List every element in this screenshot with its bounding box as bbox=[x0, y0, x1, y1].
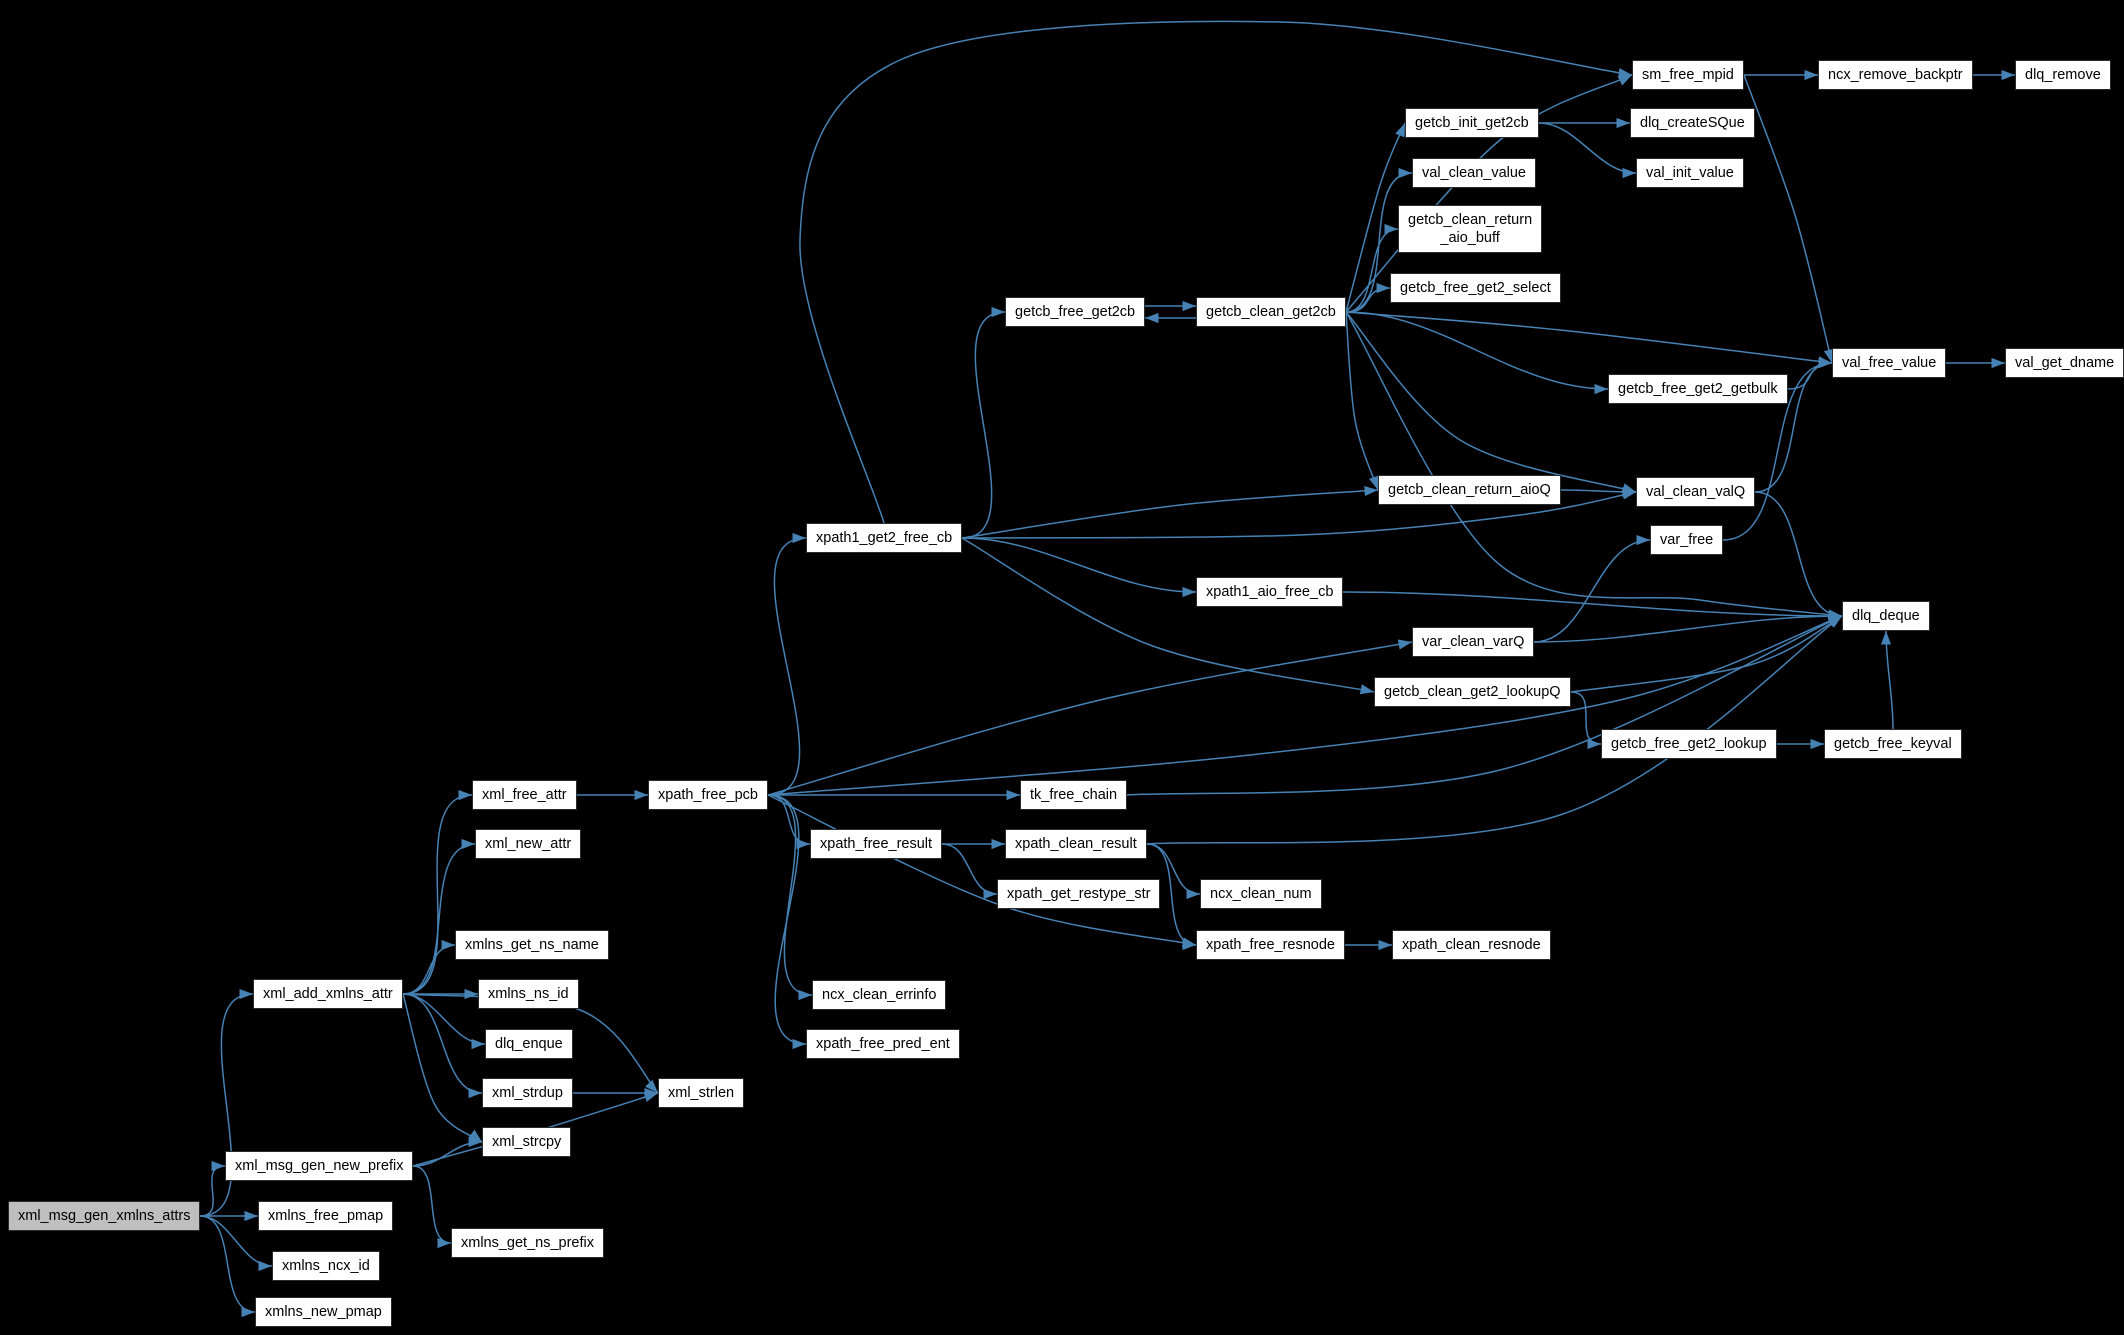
node-getcb_free_get2_lookup[interactable]: getcb_free_get2_lookup bbox=[1601, 729, 1777, 760]
edge-getcb_clean_get2_lookupQ-to-getcb_free_get2_lookup bbox=[1570, 691, 1602, 750]
node-ncx_remove_backptr[interactable]: ncx_remove_backptr bbox=[1818, 60, 1973, 91]
node-getcb_init_get2cb[interactable]: getcb_init_get2cb bbox=[1405, 108, 1539, 139]
edge-xpath1_get2_free_cb-to-sm_free_mpid bbox=[799, 20, 1633, 524]
node-getcb_clean_return_aio_buff[interactable]: getcb_clean_return _aio_buff bbox=[1398, 205, 1543, 254]
node-xpath1_get2_free_cb[interactable]: xpath1_get2_free_cb bbox=[806, 523, 963, 554]
node-xml_strcpy[interactable]: xml_strcpy bbox=[482, 1127, 572, 1158]
node-xml_new_attr[interactable]: xml_new_attr bbox=[475, 829, 582, 860]
node-var_clean_varQ[interactable]: var_clean_varQ bbox=[1412, 627, 1535, 658]
edge-xpath_free_pcb-to-xpath1_get2_free_cb bbox=[767, 532, 807, 796]
node-val_clean_valQ[interactable]: val_clean_valQ bbox=[1636, 477, 1756, 508]
edge-xml_msg_gen_new_prefix-to-xml_strcpy bbox=[412, 1136, 483, 1167]
edge-getcb_clean_get2cb-to-dlq_deque bbox=[1345, 311, 1843, 620]
node-ncx_clean_num[interactable]: ncx_clean_num bbox=[1200, 879, 1322, 910]
node-tk_free_chain[interactable]: tk_free_chain bbox=[1020, 780, 1128, 811]
edge-getcb_clean_get2cb-to-getcb_free_get2_select bbox=[1345, 282, 1391, 313]
edge-getcb_clean_get2_lookupQ-to-dlq_deque bbox=[1570, 615, 1843, 693]
edge-xpath_clean_result-to-xpath_free_resnode bbox=[1146, 843, 1197, 951]
edge-var_clean_varQ-to-var_free bbox=[1533, 534, 1651, 643]
edge-xml_msg_gen_xmlns_attrs-to-xml_msg_gen_new_prefix bbox=[199, 1160, 226, 1217]
node-xpath_clean_result[interactable]: xpath_clean_result bbox=[1005, 829, 1147, 860]
node-xpath1_aio_free_cb[interactable]: xpath1_aio_free_cb bbox=[1196, 577, 1344, 608]
node-getcb_free_get2_getbulk[interactable]: getcb_free_get2_getbulk bbox=[1608, 374, 1788, 405]
node-xml_free_attr[interactable]: xml_free_attr bbox=[472, 780, 577, 811]
node-xml_msg_gen_xmlns_attrs[interactable]: xml_msg_gen_xmlns_attrs bbox=[8, 1201, 201, 1232]
edge-val_clean_valQ-to-dlq_deque bbox=[1754, 491, 1843, 622]
node-getcb_clean_return_aioQ[interactable]: getcb_clean_return_aioQ bbox=[1378, 475, 1561, 506]
edge-getcb_clean_get2cb-to-getcb_clean_return_aio_buff bbox=[1345, 223, 1399, 313]
edge-var_clean_varQ-to-dlq_deque bbox=[1533, 610, 1843, 643]
node-xml_strlen[interactable]: xml_strlen bbox=[658, 1078, 745, 1109]
node-xmlns_get_ns_name[interactable]: xmlns_get_ns_name bbox=[455, 930, 609, 961]
edge-xpath_free_pcb-to-xpath_free_resnode bbox=[767, 794, 1197, 948]
edge-xml_msg_gen_new_prefix-to-xmlns_get_ns_prefix bbox=[412, 1165, 452, 1249]
node-xpath_free_pcb[interactable]: xpath_free_pcb bbox=[648, 780, 768, 811]
edge-getcb_clean_get2cb-to-val_clean_value bbox=[1345, 167, 1413, 313]
node-xmlns_free_pmap[interactable]: xmlns_free_pmap bbox=[258, 1201, 394, 1232]
node-xpath_clean_resnode[interactable]: xpath_clean_resnode bbox=[1392, 930, 1551, 961]
edge-xml_add_xmlns_attr-to-xml_strdup bbox=[402, 993, 483, 1099]
edge-getcb_init_get2cb-to-val_init_value bbox=[1538, 122, 1637, 179]
node-getcb_free_get2cb[interactable]: getcb_free_get2cb bbox=[1005, 297, 1146, 328]
edge-xpath_free_pcb-to-dlq_deque bbox=[767, 615, 1843, 796]
node-xpath_free_resnode[interactable]: xpath_free_resnode bbox=[1196, 930, 1345, 961]
edge-xml_msg_gen_xmlns_attrs-to-xml_add_xmlns_attr bbox=[199, 988, 254, 1217]
edge-xpath1_get2_free_cb-to-xpath1_aio_free_cb bbox=[961, 537, 1197, 598]
edge-sm_free_mpid-to-val_free_value bbox=[1743, 74, 1834, 364]
edge-xpath1_get2_free_cb-to-getcb_clean_get2_lookupQ bbox=[961, 537, 1375, 695]
edge-getcb_clean_get2cb-to-getcb_init_get2cb bbox=[1345, 122, 1406, 313]
edge-getcb_free_keyval-to-dlq_deque bbox=[1880, 630, 1894, 730]
node-getcb_free_keyval[interactable]: getcb_free_keyval bbox=[1824, 729, 1962, 760]
node-xmlns_ns_id[interactable]: xmlns_ns_id bbox=[478, 979, 579, 1010]
edge-xml_add_xmlns_attr-to-dlq_enque bbox=[402, 993, 486, 1050]
node-xmlns_new_pmap[interactable]: xmlns_new_pmap bbox=[255, 1297, 392, 1328]
node-xml_strdup[interactable]: xml_strdup bbox=[482, 1078, 573, 1109]
node-val_free_value[interactable]: val_free_value bbox=[1832, 348, 1947, 379]
node-val_clean_value[interactable]: val_clean_value bbox=[1412, 158, 1536, 189]
edge-getcb_clean_get2cb-to-getcb_free_get2_getbulk bbox=[1345, 311, 1609, 395]
node-val_init_value[interactable]: val_init_value bbox=[1636, 158, 1744, 189]
edge-getcb_clean_get2cb-to-getcb_clean_return_aioQ bbox=[1345, 311, 1379, 491]
edge-xml_add_xmlns_attr-to-xml_new_attr bbox=[402, 838, 476, 995]
node-ncx_clean_errinfo[interactable]: ncx_clean_errinfo bbox=[812, 980, 947, 1011]
edge-getcb_free_get2_getbulk-to-val_free_value bbox=[1787, 357, 1833, 390]
node-xpath_get_restype_str[interactable]: xpath_get_restype_str bbox=[997, 879, 1161, 910]
node-xml_add_xmlns_attr[interactable]: xml_add_xmlns_attr bbox=[253, 979, 403, 1010]
edge-xml_add_xmlns_attr-to-xml_strlen bbox=[402, 993, 659, 1094]
edge-xpath1_get2_free_cb-to-getcb_free_get2cb bbox=[961, 306, 1006, 539]
edge-xpath_free_result-to-xpath_get_restype_str bbox=[941, 843, 998, 900]
edge-xpath_free_pcb-to-xpath_free_pred_ent bbox=[767, 794, 807, 1050]
node-sm_free_mpid[interactable]: sm_free_mpid bbox=[1632, 60, 1744, 91]
edge-xpath1_get2_free_cb-to-val_clean_valQ bbox=[961, 489, 1637, 539]
edge-xpath_free_pcb-to-var_clean_varQ bbox=[767, 639, 1413, 796]
edge-xml_add_xmlns_attr-to-xml_strcpy bbox=[402, 993, 483, 1143]
node-xpath_free_result[interactable]: xpath_free_result bbox=[810, 829, 943, 860]
node-getcb_clean_get2cb[interactable]: getcb_clean_get2cb bbox=[1196, 297, 1346, 328]
node-val_get_dname[interactable]: val_get_dname bbox=[2005, 348, 2124, 379]
edge-getcb_clean_return_aioQ-to-val_clean_valQ bbox=[1560, 486, 1637, 498]
edge-tk_free_chain-to-dlq_deque bbox=[1126, 615, 1843, 796]
node-xmlns_ncx_id[interactable]: xmlns_ncx_id bbox=[272, 1251, 380, 1282]
node-xmlns_get_ns_prefix[interactable]: xmlns_get_ns_prefix bbox=[451, 1228, 604, 1259]
node-dlq_remove[interactable]: dlq_remove bbox=[2015, 60, 2111, 91]
node-dlq_deque[interactable]: dlq_deque bbox=[1842, 601, 1930, 632]
edge-xml_msg_gen_xmlns_attrs-to-xmlns_new_pmap bbox=[199, 1215, 256, 1318]
node-xml_msg_gen_new_prefix[interactable]: xml_msg_gen_new_prefix bbox=[225, 1151, 414, 1182]
edge-xpath1_get2_free_cb-to-getcb_clean_return_aioQ bbox=[961, 485, 1379, 539]
node-getcb_clean_get2_lookupQ[interactable]: getcb_clean_get2_lookupQ bbox=[1374, 677, 1571, 708]
edge-getcb_clean_get2cb-to-val_clean_valQ bbox=[1345, 311, 1637, 494]
node-dlq_createSQue[interactable]: dlq_createSQue bbox=[1630, 108, 1755, 139]
edge-xpath1_aio_free_cb-to-dlq_deque bbox=[1342, 591, 1843, 622]
edge-var_free-to-val_free_value bbox=[1722, 357, 1833, 541]
edge-xpath_clean_result-to-dlq_deque bbox=[1146, 615, 1843, 845]
node-xpath_free_pred_ent[interactable]: xpath_free_pred_ent bbox=[806, 1029, 960, 1060]
node-getcb_free_get2_select[interactable]: getcb_free_get2_select bbox=[1390, 273, 1561, 304]
edge-getcb_clean_get2cb-to-sm_free_mpid bbox=[1345, 74, 1633, 313]
node-var_free[interactable]: var_free bbox=[1650, 525, 1724, 556]
edge-xml_add_xmlns_attr-to-xmlns_get_ns_name bbox=[402, 939, 456, 995]
edge-xml_add_xmlns_attr-to-xml_free_attr bbox=[402, 789, 473, 995]
edge-getcb_clean_get2cb-to-val_free_value bbox=[1345, 311, 1833, 367]
node-dlq_enque[interactable]: dlq_enque bbox=[485, 1029, 573, 1060]
